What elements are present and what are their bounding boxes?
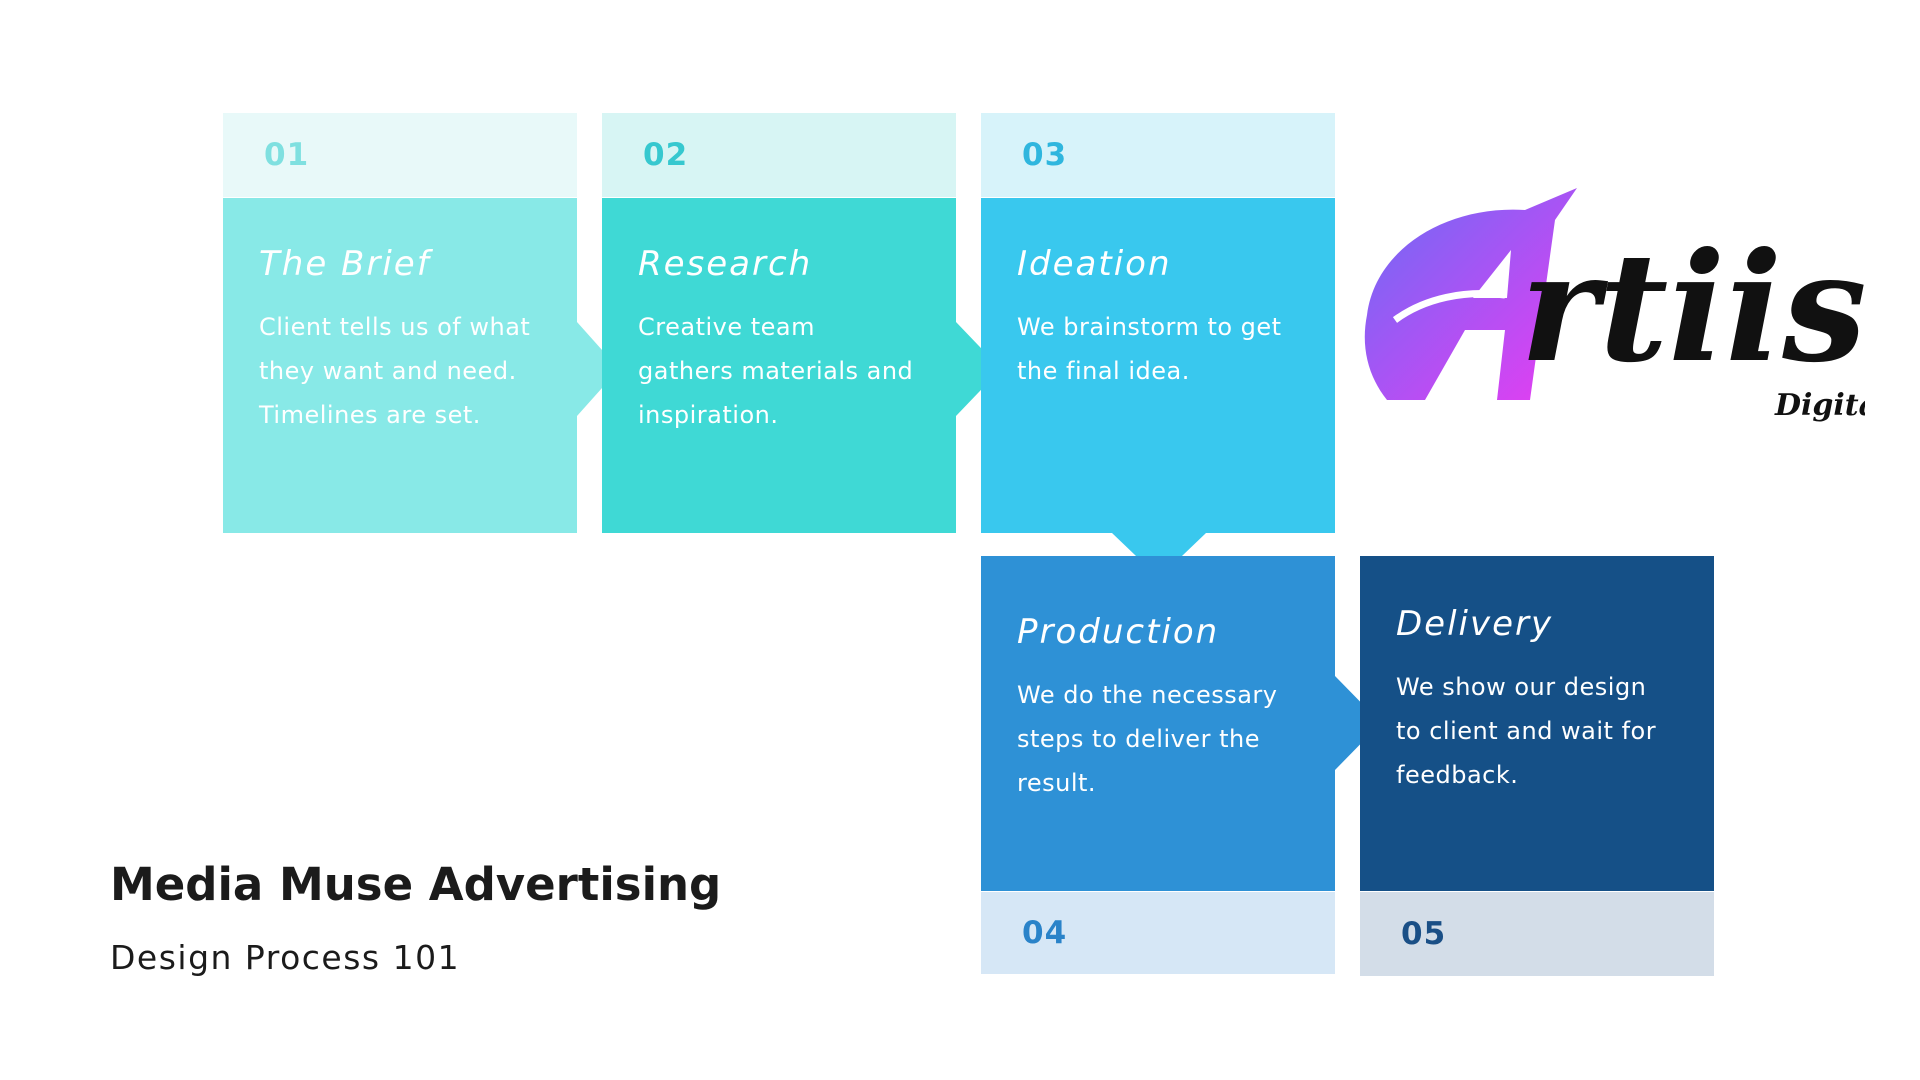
step-title: Ideation xyxy=(1017,244,1172,284)
company-title: Media Muse Advertising xyxy=(110,858,722,911)
step-panel: The Brief Client tells us of what they w… xyxy=(223,198,577,533)
step-card-03: 03 Ideation We brainstorm to get the fin… xyxy=(981,113,1335,533)
step-title: Production xyxy=(1017,612,1220,652)
step-panel: Research Creative team gathers materials… xyxy=(602,198,956,533)
step-description: Client tells us of what they want and ne… xyxy=(259,313,531,430)
step-number-band: 04 xyxy=(981,892,1335,974)
step-number-band: 03 xyxy=(981,113,1335,197)
step-panel: Ideation We brainstorm to get the final … xyxy=(981,198,1335,533)
step-description: We show our design to client and wait fo… xyxy=(1396,673,1657,790)
step-number-band: 02 xyxy=(602,113,956,197)
step-title: Research xyxy=(638,244,813,284)
logo-tagline: Digital xyxy=(1774,388,1865,423)
step-number: 02 xyxy=(643,137,689,173)
step-card-01: 01 The Brief Client tells us of what the… xyxy=(223,113,577,533)
step-number: 04 xyxy=(1022,915,1068,951)
step-card-05: Delivery We show our design to client an… xyxy=(1360,556,1714,976)
step-card-02: 02 Research Creative team gathers materi… xyxy=(602,113,956,533)
step-description: Creative team gathers materials and insp… xyxy=(638,313,914,430)
step-title: The Brief xyxy=(259,244,431,284)
step-description: We brainstorm to get the final idea. xyxy=(1017,313,1282,386)
step-panel: Delivery We show our design to client an… xyxy=(1360,556,1714,891)
step-description: We do the necessary steps to deliver the… xyxy=(1017,681,1278,798)
step-number: 05 xyxy=(1401,916,1447,952)
company-subtitle: Design Process 101 xyxy=(110,938,461,977)
artiis-logo: rtiis Digital xyxy=(1364,188,1865,423)
step-number-band: 01 xyxy=(223,113,577,197)
step-number-band: 05 xyxy=(1360,892,1714,976)
step-card-04: Production We do the necessary steps to … xyxy=(981,556,1335,974)
logo-wordmark: rtiis xyxy=(1520,220,1865,396)
step-panel: Production We do the necessary steps to … xyxy=(981,556,1335,891)
step-number: 01 xyxy=(264,137,310,173)
step-title: Delivery xyxy=(1396,604,1554,644)
step-number: 03 xyxy=(1022,137,1068,173)
